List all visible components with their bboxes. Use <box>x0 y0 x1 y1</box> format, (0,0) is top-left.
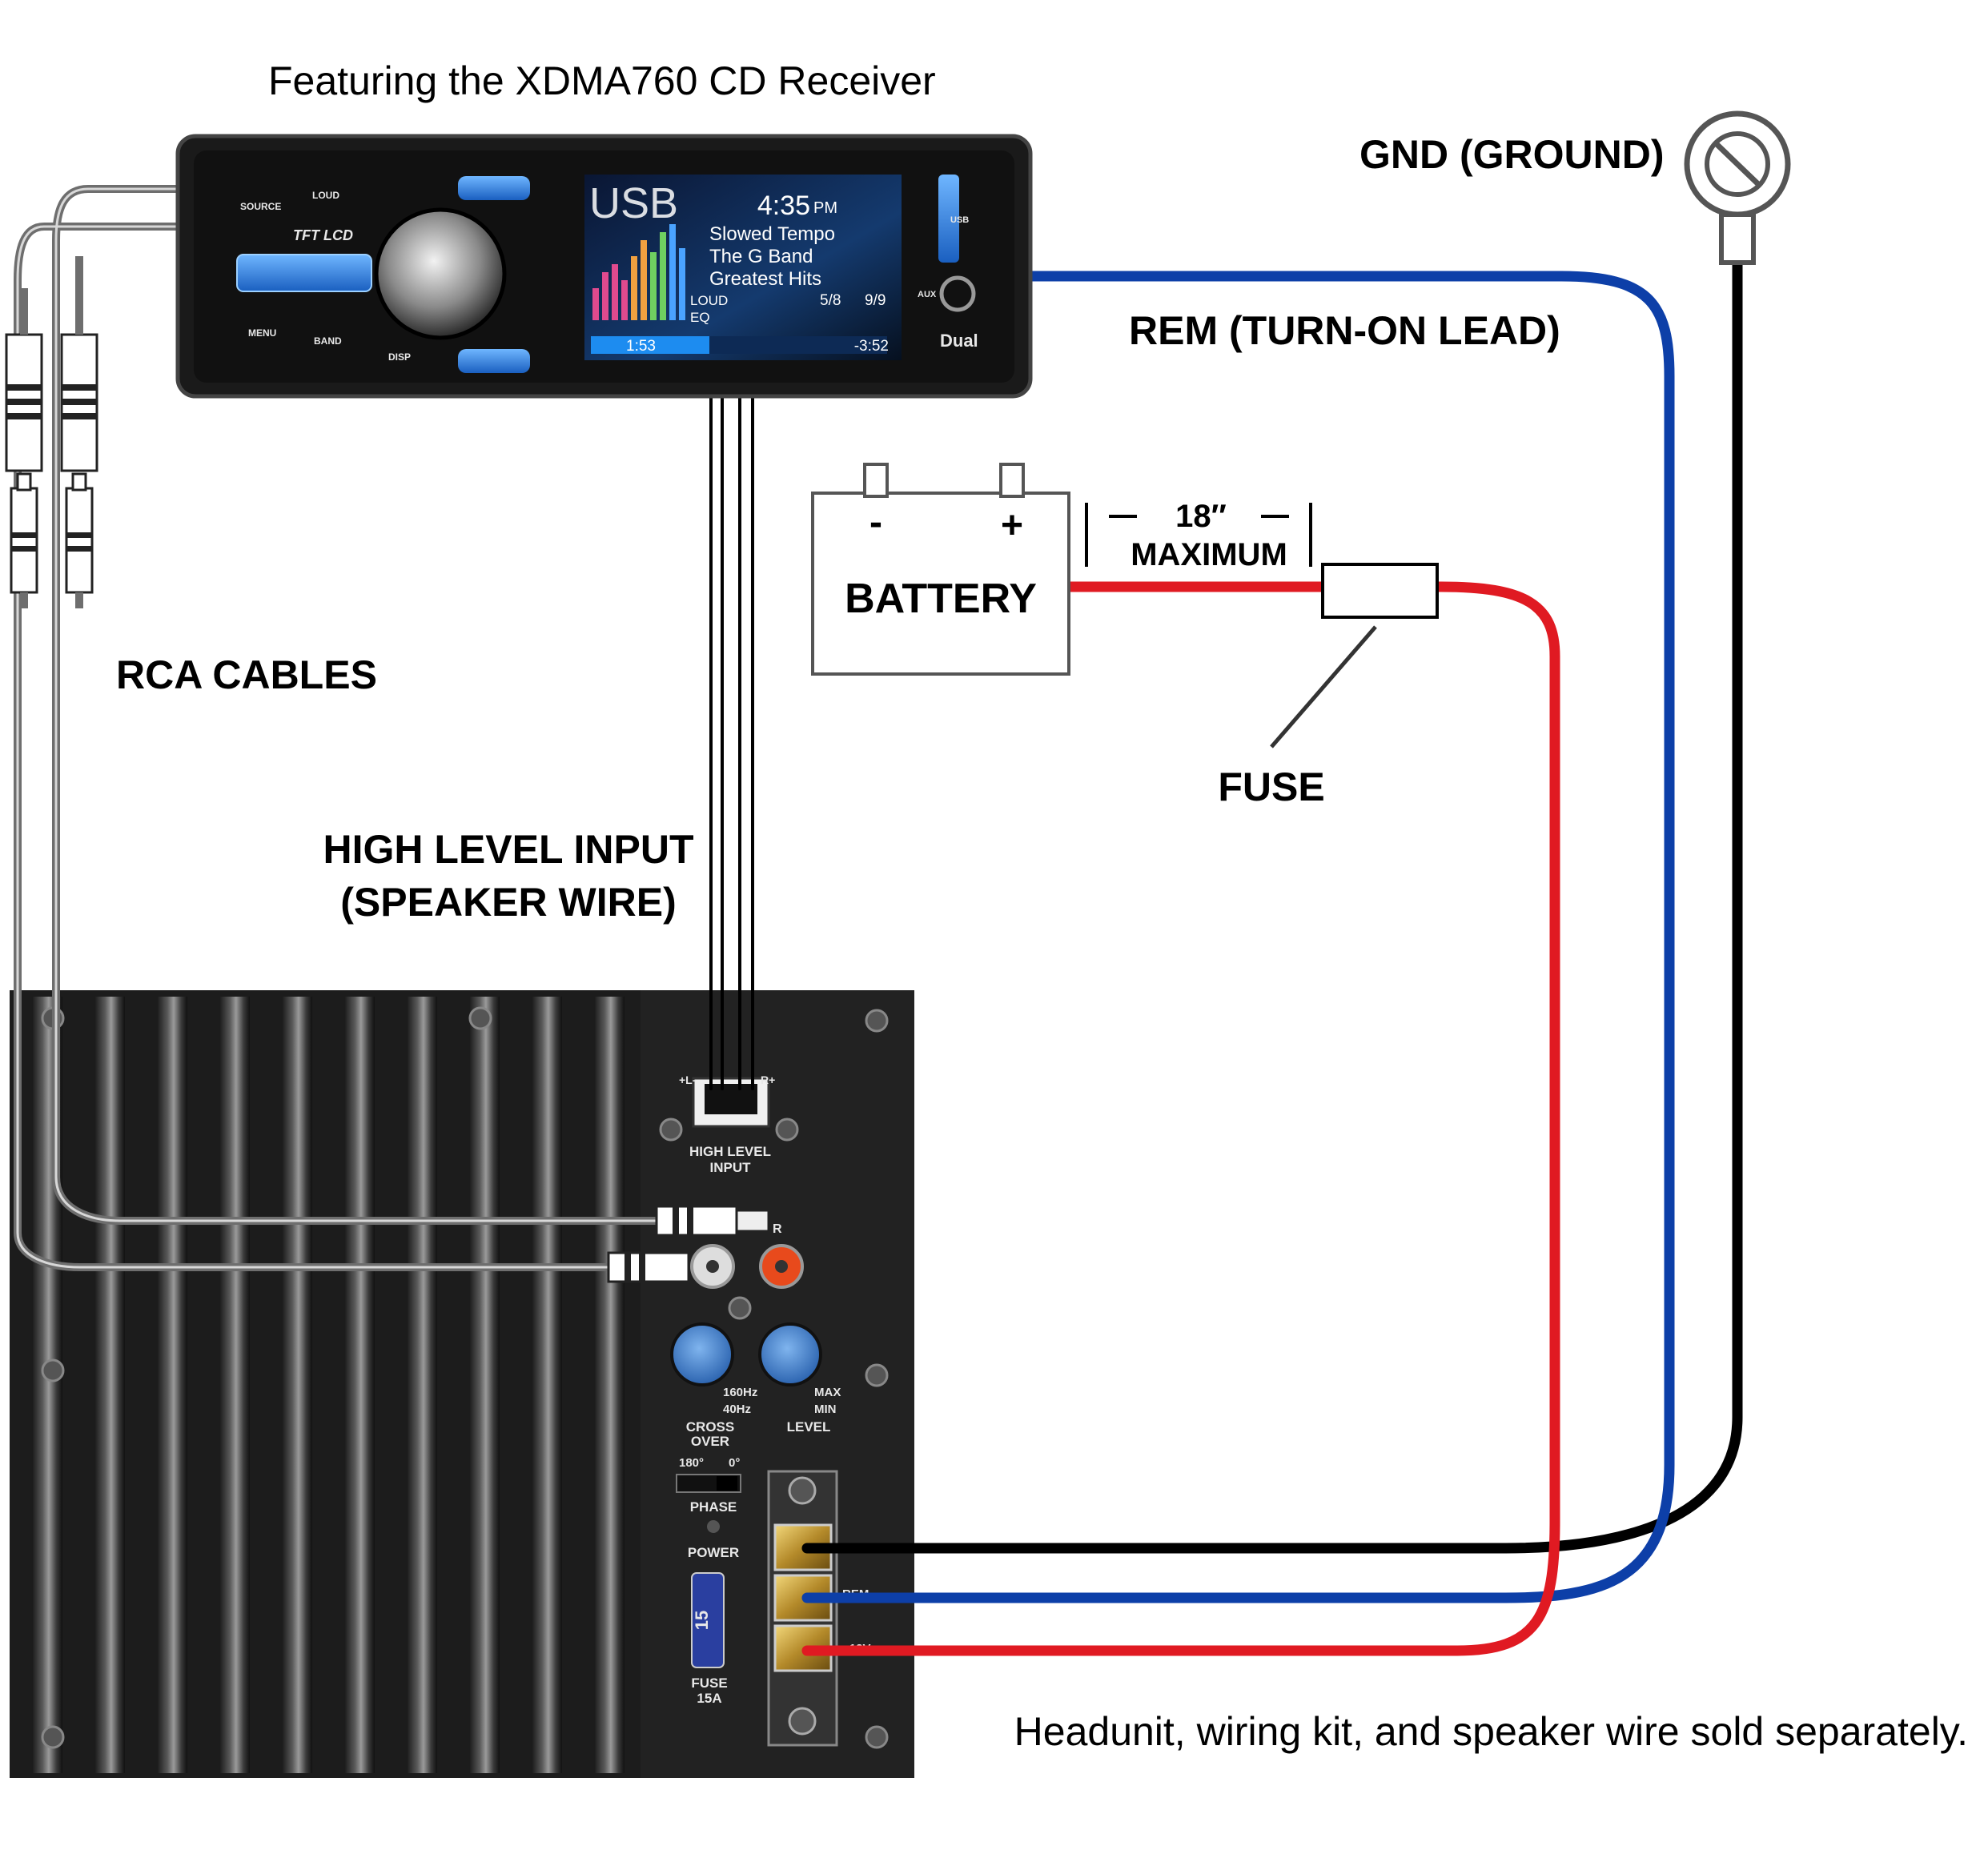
left-minus-label: +L- <box>679 1073 697 1086</box>
eq-bars <box>592 224 685 320</box>
amplifier: +L- R+ HIGH LEVEL INPUT R 160Hz 40Hz MAX… <box>10 990 914 1778</box>
rca-plugs-top <box>5 333 98 594</box>
screen-folder: 5/8 <box>820 292 841 309</box>
crossover-knob[interactable] <box>670 1322 734 1386</box>
screen-elapsed: 1:53 <box>626 338 656 355</box>
power-label: POWER <box>688 1545 739 1560</box>
battery-negative-label: - <box>869 501 882 544</box>
aux-label: AUX <box>918 290 937 299</box>
battery-label: BATTERY <box>845 576 1037 622</box>
band-button[interactable]: BAND <box>314 335 342 347</box>
speaker-wires <box>709 389 754 1090</box>
screen-time: 4:35 <box>757 191 810 221</box>
high-level-input-panel-label-2: INPUT <box>710 1160 752 1175</box>
phase-0-label: 0° <box>729 1456 740 1470</box>
aux-jack[interactable] <box>939 275 976 312</box>
screen-progress-fill <box>591 336 709 354</box>
screen-source: USB <box>589 179 678 227</box>
screen-artist: The G Band <box>709 246 813 267</box>
gnd-label: GND (GROUND) <box>1359 132 1665 177</box>
screen-track: Slowed Tempo <box>709 223 835 245</box>
high-level-input-label: HIGH LEVEL INPUT <box>323 827 693 872</box>
fuse-panel-label-2: 15A <box>697 1691 721 1706</box>
distance-max-label: MAXIMUM <box>1131 537 1287 572</box>
head-unit: TFT LCD SOURCE LOUD MENU BAND DISP USB A… <box>175 134 1033 399</box>
rca-plug-stripes <box>6 384 97 552</box>
amplifier-fuse[interactable] <box>691 1572 725 1668</box>
level-max-label: MAX <box>814 1386 841 1399</box>
battery-positive-terminal <box>999 463 1025 498</box>
screen-loud: LOUD <box>690 293 728 308</box>
high-level-input-panel-label-1: HIGH LEVEL <box>689 1144 771 1159</box>
page-title: Featuring the XDMA760 CD Receiver <box>268 58 936 103</box>
rca-label: RCA CABLES <box>116 652 377 697</box>
menu-button[interactable]: MENU <box>248 327 276 339</box>
ground-wire <box>801 259 1743 1554</box>
level-label: LEVEL <box>787 1419 831 1435</box>
phase-180-label: 180° <box>679 1456 704 1470</box>
rem-wire <box>801 271 1675 1603</box>
fuse-label: FUSE <box>1218 764 1324 809</box>
preset-up-button[interactable] <box>458 176 530 200</box>
screen-ampm: PM <box>813 199 837 217</box>
phase-label: PHASE <box>690 1499 737 1515</box>
right-plus-label: R+ <box>761 1073 775 1086</box>
usb-port-label: USB <box>950 215 969 225</box>
preset-down-button[interactable] <box>458 349 530 373</box>
screen-eq: EQ <box>690 310 710 325</box>
power-led <box>707 1520 720 1533</box>
crossover-high-label: 160Hz <box>723 1386 757 1399</box>
battery-positive-label: + <box>1001 504 1023 547</box>
distance-marker <box>1085 503 1312 567</box>
volume-knob[interactable] <box>374 207 507 340</box>
screen-track-number: 9/9 <box>865 292 886 309</box>
crossover-label-1: CROSS <box>686 1419 734 1435</box>
battery: - + BATTERY <box>811 463 1070 676</box>
source-button[interactable]: SOURCE <box>240 201 281 212</box>
crossover-low-label: 40Hz <box>723 1403 751 1416</box>
fuse-pointer <box>1270 625 1377 748</box>
footer-note: Headunit, wiring kit, and speaker wire s… <box>1014 1709 1968 1754</box>
screen-album: Greatest Hits <box>709 268 821 290</box>
wires <box>14 185 1743 1656</box>
brand-logo: Dual <box>940 331 978 351</box>
loud-button[interactable]: LOUD <box>312 190 339 201</box>
rem-label: REM (TURN-ON LEAD) <box>1129 308 1560 353</box>
distance-value-label: 18″ <box>1175 499 1227 534</box>
screen-remaining: -3:52 <box>854 338 889 355</box>
head-unit-model: TFT LCD <box>293 227 353 243</box>
rca-plug-right-at-amp <box>607 1251 690 1283</box>
usb-slot-light <box>938 175 959 263</box>
power-wire-to-amp <box>801 581 1560 1656</box>
fuse-panel-label-1: FUSE <box>691 1675 727 1691</box>
ground-terminal-ring <box>1684 110 1791 265</box>
level-min-label: MIN <box>814 1403 837 1416</box>
rca-r-label: R <box>773 1222 782 1236</box>
rca-plug-left-at-amp <box>655 1205 770 1237</box>
speaker-wire-label: (SPEAKER WIRE) <box>340 880 676 925</box>
fuse-value-label: 15 <box>692 1611 712 1630</box>
level-knob[interactable] <box>758 1322 822 1386</box>
battery-negative-terminal <box>863 463 889 498</box>
disp-button[interactable]: DISP <box>388 351 411 363</box>
power-mute-button[interactable] <box>236 254 372 292</box>
crossover-label-2: OVER <box>691 1434 729 1449</box>
inline-fuse <box>1321 563 1439 619</box>
